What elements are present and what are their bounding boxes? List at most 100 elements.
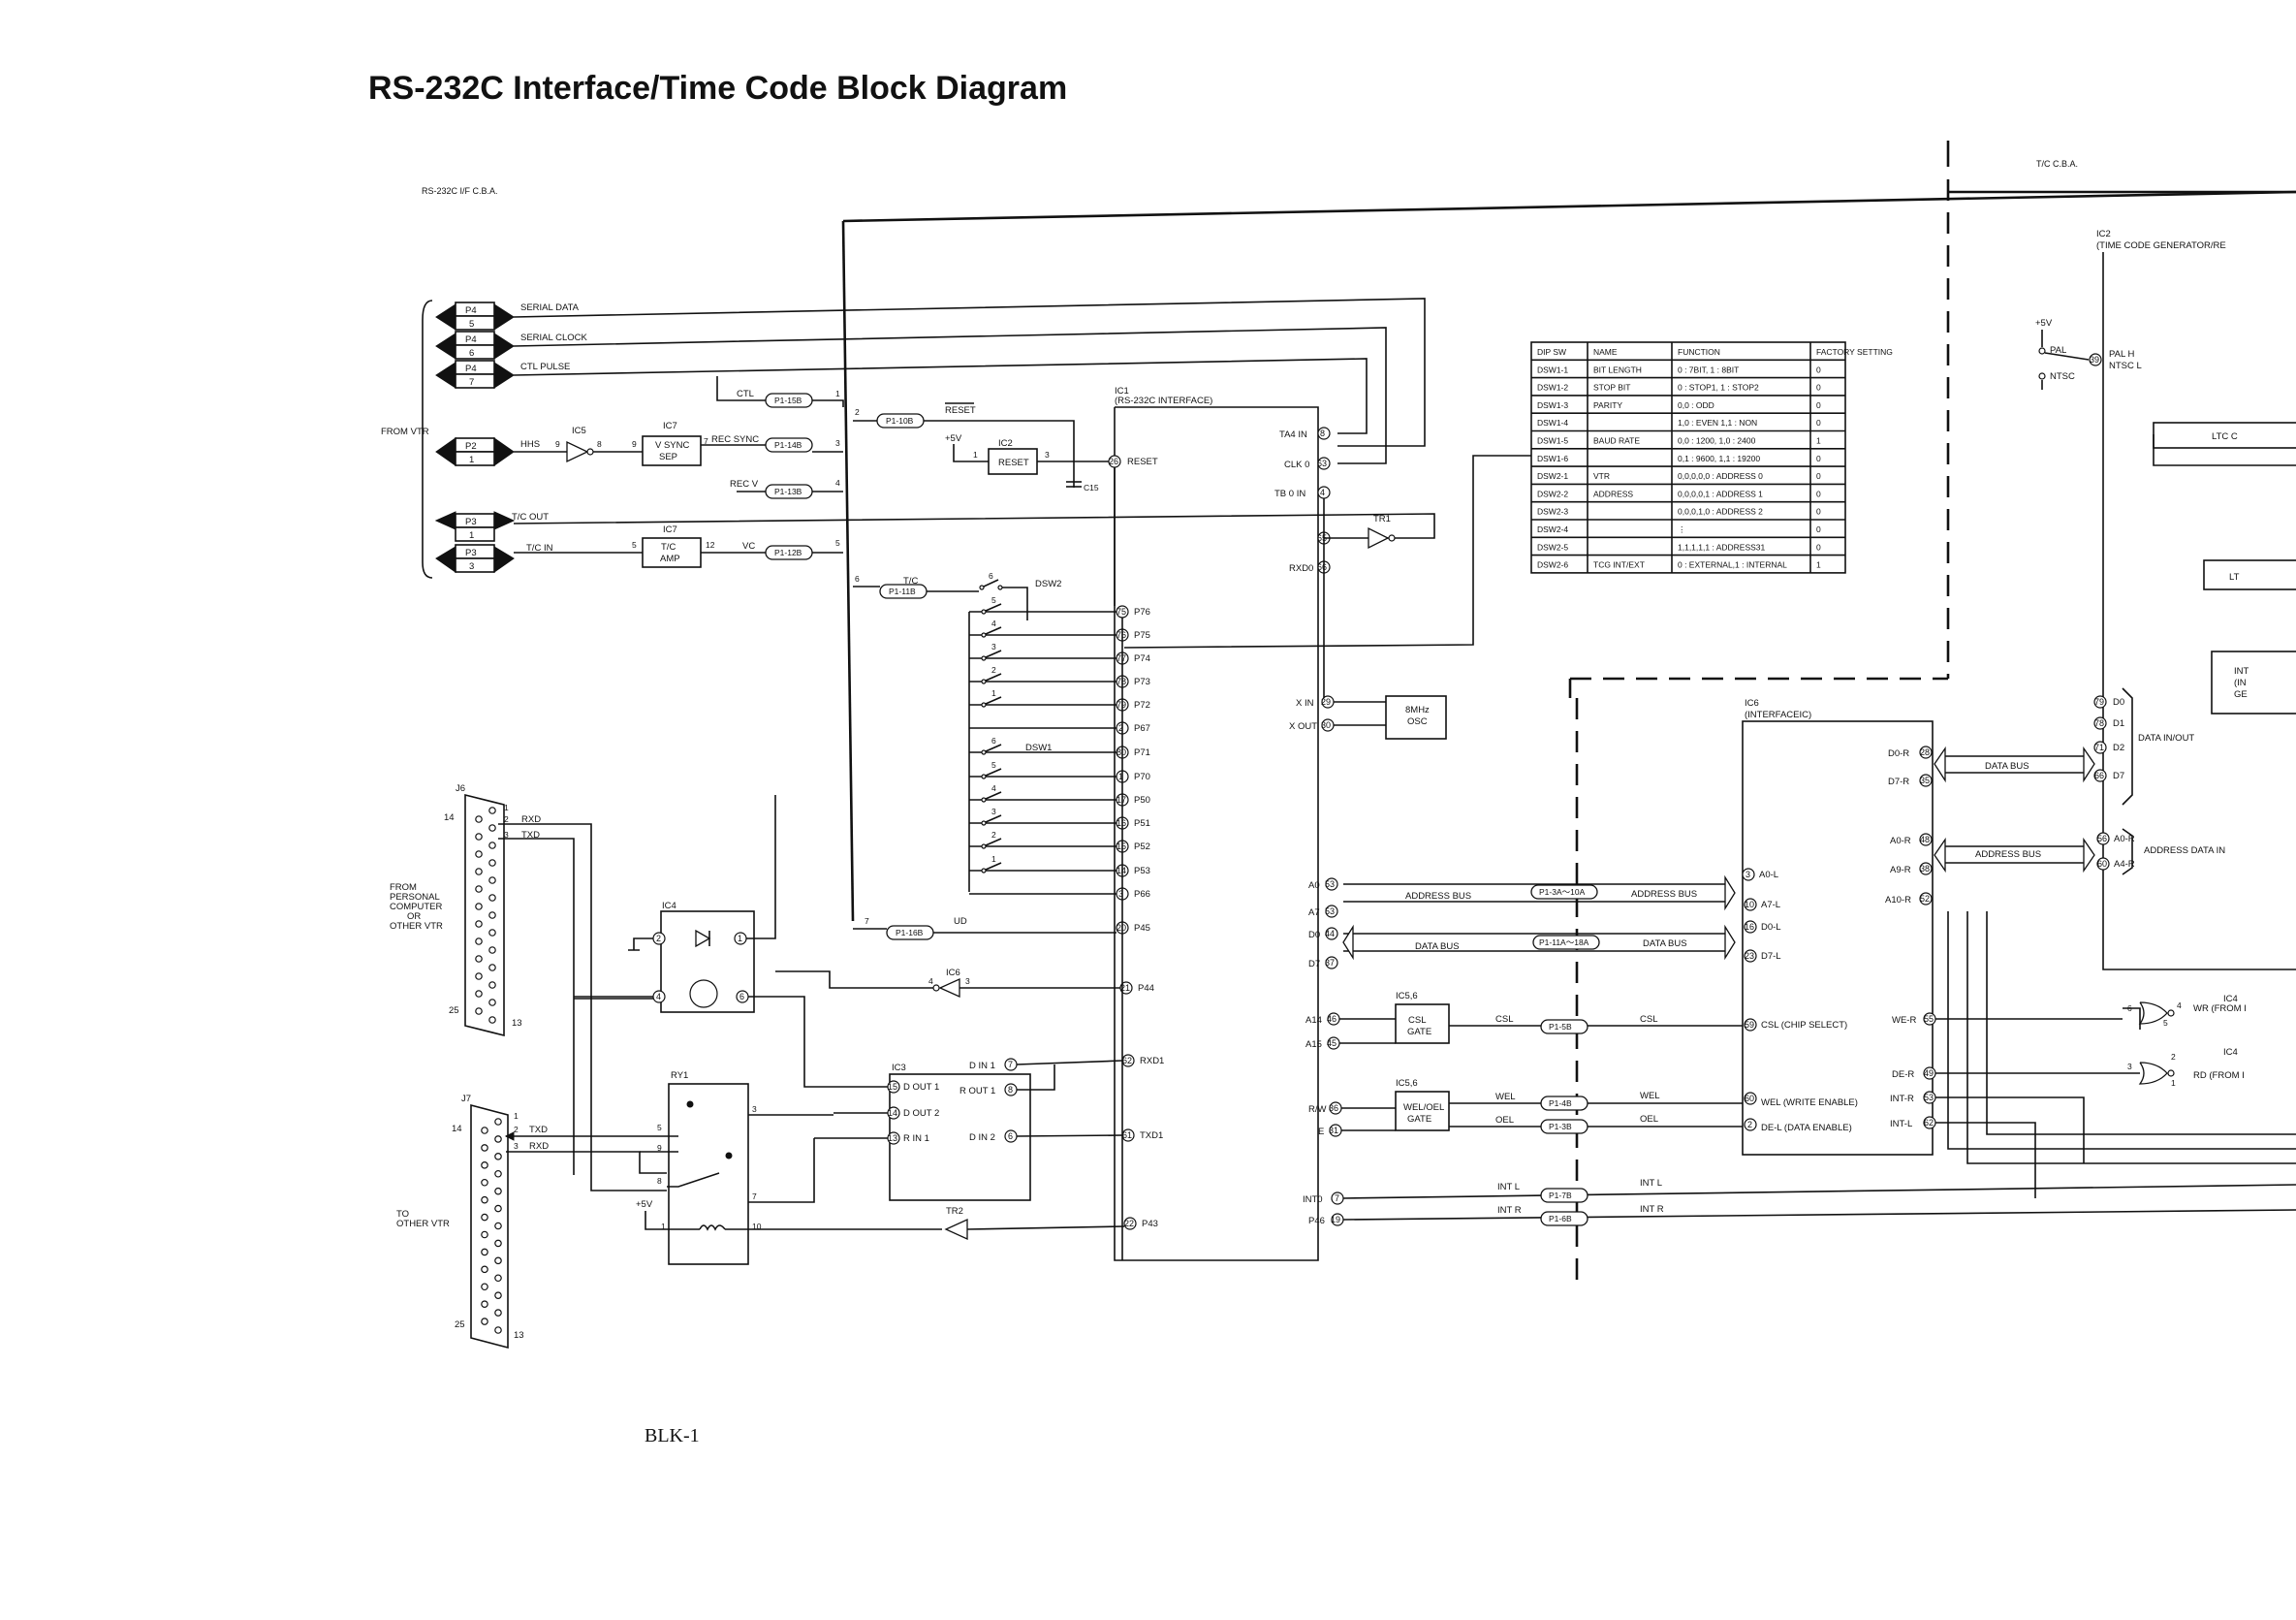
connector-pin [494, 1274, 502, 1283]
svg-text:1: 1 [514, 1111, 519, 1121]
svg-text:46: 46 [1327, 1014, 1337, 1024]
svg-text:NTSC: NTSC [2050, 371, 2075, 382]
signal-serial-clock: SERIAL CLOCK [520, 333, 587, 343]
svg-text:30: 30 [1321, 720, 1331, 730]
connector-pin [488, 981, 496, 989]
svg-text:GE: GE [2234, 689, 2248, 700]
svg-text:1: 1 [991, 854, 996, 864]
svg-text:5: 5 [657, 1123, 662, 1132]
dip-cell: 0 : 7BIT, 1 : 8BIT [1678, 365, 1739, 374]
connector-pin [494, 1326, 502, 1334]
svg-text:13: 13 [514, 1330, 524, 1341]
svg-text:P2: P2 [465, 441, 477, 452]
svg-text:1: 1 [504, 803, 509, 812]
board-label-right: T/C C.B.A. [2036, 159, 2078, 169]
svg-text:17: 17 [1117, 795, 1126, 805]
svg-text:48: 48 [1920, 835, 1930, 844]
svg-text:3: 3 [835, 438, 840, 448]
lt-box [2203, 559, 2296, 590]
svg-text:3: 3 [752, 1104, 757, 1114]
svg-text:P75: P75 [1134, 630, 1150, 641]
svg-text:5: 5 [835, 538, 840, 548]
svg-text:6: 6 [989, 571, 993, 581]
svg-text:ADDRESS BUS: ADDRESS BUS [1405, 891, 1471, 902]
dip-cell: 0,0,0,0,0 : ADDRESS 0 [1678, 471, 1763, 481]
svg-text:P3: P3 [465, 548, 477, 558]
svg-text:RD (FROM I: RD (FROM I [2193, 1070, 2245, 1081]
dip-cell: DSW2-3 [1537, 507, 1568, 517]
osc-8mhz [1385, 695, 1447, 740]
svg-text:4: 4 [835, 478, 840, 488]
dip-cell: DSW1-3 [1537, 400, 1568, 410]
svg-text:8: 8 [1320, 429, 1325, 438]
connector-pin [481, 1161, 488, 1169]
dip-cell: PARITY [1593, 400, 1622, 410]
svg-text:(TIME CODE GENERATOR/RE: (TIME CODE GENERATOR/RE [2096, 240, 2226, 251]
svg-text:D0-R: D0-R [1888, 748, 1909, 759]
svg-text:P1-11B: P1-11B [889, 587, 916, 596]
svg-text:+5V: +5V [2035, 318, 2053, 329]
svg-text:DATA BUS: DATA BUS [1415, 941, 1460, 952]
svg-text:CSL (CHIP SELECT): CSL (CHIP SELECT) [1761, 1020, 1847, 1031]
dip-cell: 0,0 : 1200, 1,0 : 2400 [1678, 436, 1756, 446]
svg-text:6: 6 [1008, 1131, 1013, 1141]
connector-pin [475, 868, 483, 875]
diagram-title: RS-232C Interface/Time Code Block Diagra… [368, 70, 1067, 107]
svg-text:A0-R: A0-R [1890, 836, 1911, 846]
svg-text:ADDRESS DATA IN: ADDRESS DATA IN [2144, 845, 2225, 856]
svg-text:66: 66 [2094, 771, 2104, 780]
svg-text:R/W: R/W [1308, 1104, 1327, 1115]
wel-oel-gate [1395, 1091, 1450, 1131]
svg-text:ADDRESS BUS: ADDRESS BUS [1975, 849, 2041, 860]
svg-text:IC5,6: IC5,6 [1396, 1078, 1418, 1089]
ry1-relay [668, 1083, 749, 1265]
svg-text:OEL: OEL [1495, 1115, 1514, 1126]
svg-text:25: 25 [449, 1005, 459, 1016]
svg-text:13: 13 [888, 1133, 897, 1143]
svg-text:P70: P70 [1134, 772, 1150, 782]
svg-text:WEL: WEL [1640, 1091, 1660, 1101]
svg-text:P72: P72 [1134, 700, 1150, 711]
svg-text:D OUT 2: D OUT 2 [903, 1108, 939, 1119]
ic1-rs232c-interface [1114, 406, 1319, 1261]
svg-text:P1-11A～18A: P1-11A～18A [1539, 937, 1589, 947]
svg-text:DE-L (DATA ENABLE): DE-L (DATA ENABLE) [1761, 1123, 1852, 1133]
svg-text:22: 22 [1124, 1219, 1134, 1228]
svg-text:P1-6B: P1-6B [1549, 1214, 1572, 1223]
svg-text:INT L: INT L [1640, 1178, 1662, 1189]
svg-text:2: 2 [1747, 1120, 1752, 1129]
svg-text:INT R: INT R [1497, 1205, 1522, 1216]
svg-text:55: 55 [1924, 1014, 1934, 1024]
connector-pin [481, 1195, 488, 1204]
svg-text:3: 3 [1118, 889, 1123, 899]
svg-text:2: 2 [855, 407, 860, 417]
svg-text:4: 4 [991, 619, 996, 628]
svg-text:HHS: HHS [520, 439, 540, 450]
svg-text:2: 2 [2171, 1052, 2176, 1062]
svg-text:66: 66 [1317, 562, 1327, 572]
svg-text:5: 5 [991, 595, 996, 605]
svg-text:53: 53 [1325, 906, 1335, 916]
svg-text:IC2: IC2 [998, 438, 1013, 449]
ic7-tc-amp [642, 537, 702, 568]
svg-text:29: 29 [1321, 697, 1331, 707]
svg-text:53: 53 [1924, 1093, 1934, 1102]
svg-text:62: 62 [1122, 1056, 1132, 1065]
svg-text:3: 3 [514, 1141, 519, 1151]
dip-cell: 0 [1816, 383, 1821, 393]
svg-text:P52: P52 [1134, 842, 1150, 852]
svg-text:7: 7 [704, 436, 708, 446]
connector-pin [475, 815, 483, 823]
svg-text:CSL: CSL [1640, 1014, 1657, 1025]
from-vtr-label: FROM VTR [381, 427, 429, 437]
dip-cell: 0,0 : ODD [1678, 400, 1714, 410]
svg-text:AMP: AMP [660, 554, 680, 564]
svg-text:X IN: X IN [1296, 698, 1314, 709]
svg-text:INT L: INT L [1497, 1182, 1520, 1192]
svg-text:P4: P4 [465, 305, 477, 316]
svg-text:REC V: REC V [730, 479, 759, 490]
